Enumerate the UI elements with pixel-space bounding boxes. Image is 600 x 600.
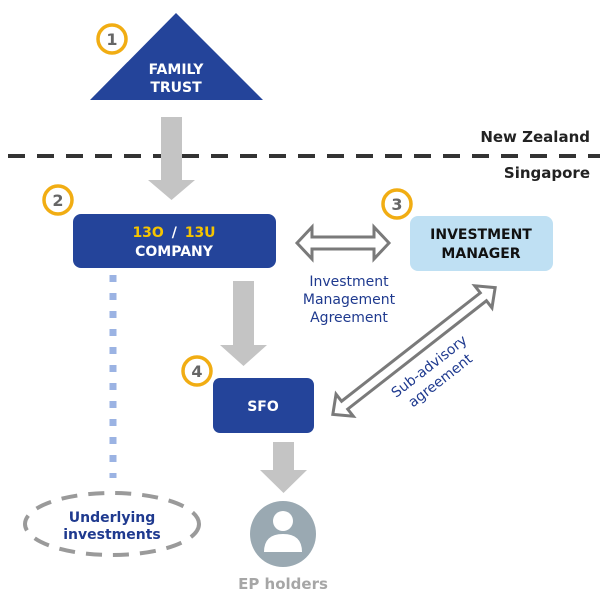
investment-manager-label-line2: MANAGER [441,246,520,262]
badge-2: 2 [42,184,74,216]
sfo-label: SFO [247,399,279,415]
ima-label-line1: Investment [309,274,389,290]
ima-label-line2: Management [303,292,396,308]
underlying-label-line1: Underlying [69,510,155,526]
region-label-singapore: Singapore [504,164,590,182]
sub-advisory-double-arrow [331,283,497,419]
company-label: COMPANY [135,244,214,260]
family-trust-label-line1: FAMILY [149,62,205,78]
investment-manager-box [410,216,553,271]
badge-3: 3 [381,188,413,220]
ima-double-arrow [294,223,392,263]
badge-2-number: 2 [52,191,63,210]
company-code-13o: 13O [132,225,163,241]
arrow-trust-to-company [148,117,195,200]
arrow-sfo-to-ep-holders [260,442,307,493]
company-box [73,214,276,268]
badge-4: 4 [181,355,213,387]
company-code-line: 13O / 13U [132,225,215,241]
sfo-box [213,378,314,433]
underlying-label-line2: investments [63,527,161,543]
company-code-separator: / [172,225,178,241]
ep-holders-label: EP holders [238,575,328,593]
badge-1: 1 [96,23,128,55]
badge-3-number: 3 [391,195,402,214]
underlying-investments-ellipse [23,491,201,557]
investment-manager-label-line1: INVESTMENT [430,227,532,243]
family-trust-label-line2: TRUST [150,80,202,96]
person-icon [250,501,316,567]
region-label-new-zealand: New Zealand [480,128,590,146]
arrow-company-to-sfo [220,281,267,366]
badge-4-number: 4 [191,362,202,381]
badge-1-number: 1 [106,30,117,49]
ima-label-line3: Agreement [310,310,388,326]
family-trust-triangle [90,13,263,100]
company-code-13u: 13U [185,225,216,241]
